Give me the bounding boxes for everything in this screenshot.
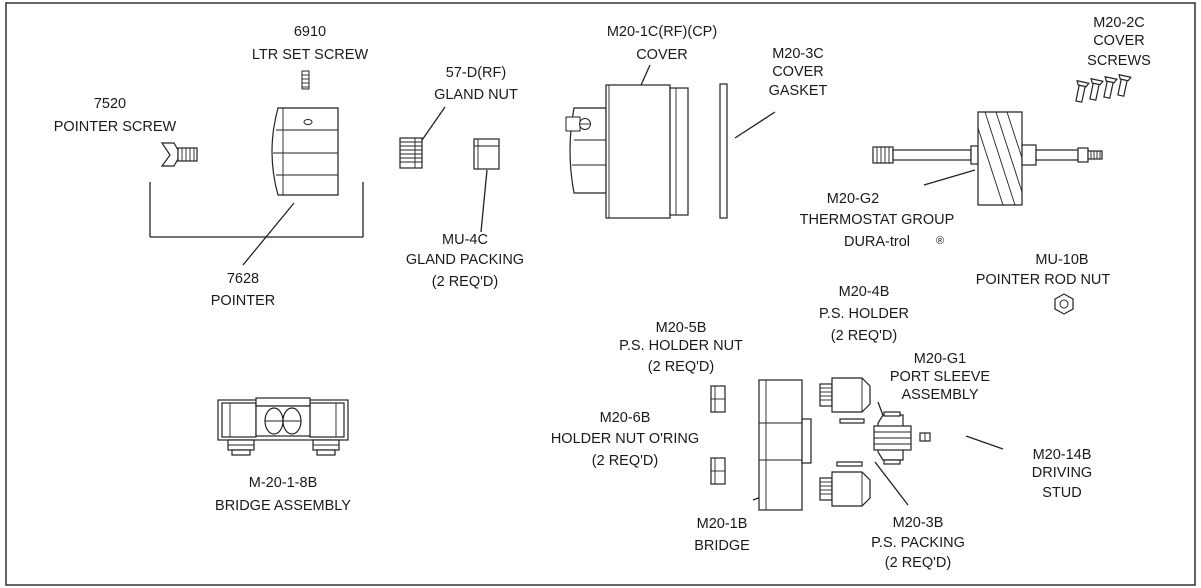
label-line: M20-1C(RF)(CP) [607,24,717,40]
label-line: M-20-1-8B [249,475,318,491]
label-line: BRIDGE ASSEMBLY [215,498,351,514]
label-line: 6910 [294,24,326,40]
label-line: STUD [1042,485,1081,501]
label-ps-packing: M20-3B P.S. PACKING (2 REQ'D) [871,515,965,571]
label-line: LTR SET SCREW [252,47,369,63]
label-line: MU-4C [442,232,488,248]
label-gland-packing: MU-4C GLAND PACKING (2 REQ'D) [406,232,524,290]
label-pointer-screw: 7520 POINTER SCREW [54,96,177,135]
label-line: M20-6B [600,410,651,426]
cover-screws-part [1075,73,1132,103]
label-line: P.S. PACKING [871,535,965,551]
leader-thermostat-group [923,169,976,186]
registered-mark: ® [936,235,944,247]
label-line: ASSEMBLY [901,387,978,403]
ps-holder-upper-part [819,377,871,424]
label-thermostat-group: M20-G2 THERMOSTAT GROUP DURA-trol ® [800,191,955,250]
leader-lines [149,64,1004,506]
bridge-assembly-part [217,397,349,456]
cover-gasket-part [719,83,728,219]
label-bridge: M20-1B BRIDGE [694,516,750,554]
label-line: GLAND PACKING [406,252,524,268]
label-line: 57-D(RF) [446,65,506,81]
driving-stud-part [919,432,931,442]
pointer-part [271,107,339,196]
label-line: M20-5B [656,320,707,336]
label-line: DRIVING [1032,465,1092,481]
label-line: SCREWS [1087,53,1151,69]
label-line: BRIDGE [694,538,750,554]
label-cover-screws: M20-2C COVER SCREWS [1087,15,1151,69]
gland-packing-part [473,138,500,170]
label-line: COVER [1093,33,1145,49]
label-line: GLAND NUT [434,87,518,103]
label-ltr-set-screw: 6910 LTR SET SCREW [252,24,369,63]
bridge-part [758,379,812,511]
gland-nut-part [399,137,423,169]
label-ps-holder: M20-4B P.S. HOLDER (2 REQ'D) [819,284,909,344]
label-line: M20-3C [772,46,824,62]
label-line: (2 REQ'D) [885,555,951,571]
label-line: M20-1B [697,516,748,532]
ps-holder-nut-part [710,385,726,413]
label-line: MU-10B [1035,252,1088,268]
label-line: P.S. HOLDER [819,306,909,322]
label-cover-gasket: M20-3C COVER GASKET [769,46,828,99]
diagram-border [5,2,1196,586]
label-pointer-rod-nut: MU-10B POINTER ROD NUT [976,252,1111,288]
label-line: THERMOSTAT GROUP [800,212,955,228]
pointer-rod-nut-part [1054,293,1074,315]
leader-cover-gasket [734,111,776,139]
label-line: (2 REQ'D) [831,328,897,344]
label-line: M20-14B [1033,447,1092,463]
thermostat-group-part [872,111,1103,206]
label-cover: M20-1C(RF)(CP) COVER [607,24,717,63]
leader-pointer [242,202,295,266]
label-line: COVER [636,47,688,63]
label-gland-nut: 57-D(RF) GLAND NUT [434,65,518,103]
label-line: PORT SLEEVE [890,369,991,385]
port-sleeve-part [873,411,912,465]
label-line: 7628 [227,271,259,287]
label-line: GASKET [769,83,828,99]
label-line: COVER [772,64,824,80]
label-line: M20-2C [1093,15,1145,31]
label-line: M20-G1 [914,351,966,367]
holder-nut-oring-part [710,457,726,485]
label-line: (2 REQ'D) [648,359,714,375]
label-line: (2 REQ'D) [432,274,498,290]
label-line: M20-G2 [827,191,879,207]
label-line: HOLDER NUT O'RING [551,431,699,447]
label-line: P.S. HOLDER NUT [619,338,743,354]
label-line: M20-4B [839,284,890,300]
label-line: (2 REQ'D) [592,453,658,469]
cover-part [565,84,689,219]
label-line: M20-3B [893,515,944,531]
leader-gland-packing [480,169,488,233]
label-holder-nut-oring: M20-6B HOLDER NUT O'RING (2 REQ'D) [551,410,699,469]
label-pointer: 7628 POINTER [211,271,275,309]
label-line: DURA-trol [844,234,910,250]
ltr-set-screw-part [301,70,310,90]
leader-gland-nut [419,106,446,144]
label-line: POINTER SCREW [54,119,177,135]
label-line: POINTER ROD NUT [976,272,1111,288]
label-driving-stud: M20-14B DRIVING STUD [1032,447,1092,501]
label-line: 7520 [94,96,126,112]
leader-driving-stud [965,435,1004,450]
label-port-sleeve: M20-G1 PORT SLEEVE ASSEMBLY [890,351,991,403]
label-line: POINTER [211,293,275,309]
pointer-screw-part [160,142,198,167]
label-ps-holder-nut: M20-5B P.S. HOLDER NUT (2 REQ'D) [619,320,743,375]
ps-holder-lower-part [819,461,871,507]
leader-ps-packing [874,461,909,506]
label-bridge-assembly: M-20-1-8B BRIDGE ASSEMBLY [215,475,351,514]
